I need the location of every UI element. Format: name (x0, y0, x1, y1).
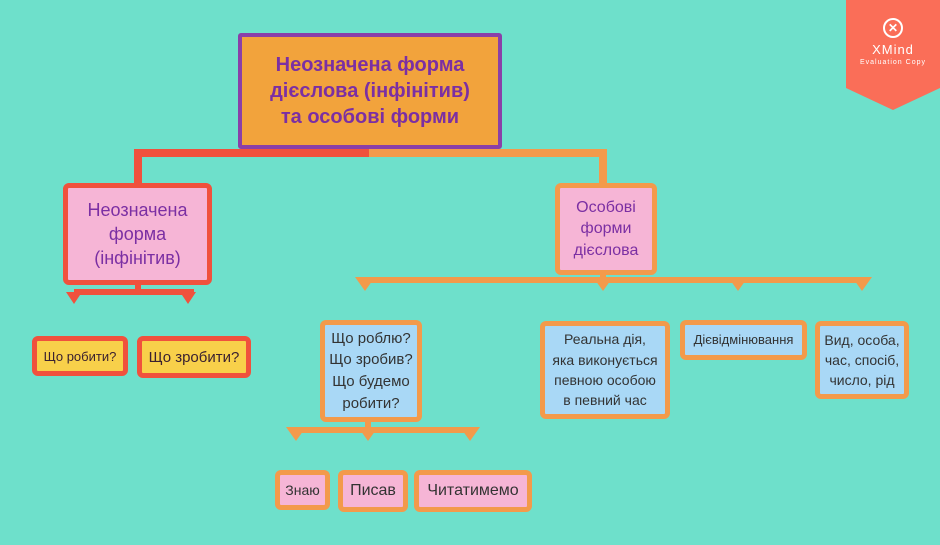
arrow-b2-3 (728, 277, 748, 291)
arrow-b2-4 (852, 277, 872, 291)
arrow-q-2 (358, 427, 378, 441)
arrow-q-3 (460, 427, 480, 441)
connector-b1-bar (74, 285, 194, 295)
xmind-watermark: ✕ XMind Evaluation Copy (846, 0, 940, 110)
root-topic[interactable]: Неозначена форма дієслова (інфінітив) та… (238, 33, 502, 149)
leaf-real-action[interactable]: Реальна дія, яка виконується певною особ… (540, 321, 670, 419)
leaf-what-to-get-done[interactable]: Що зробити? (137, 336, 251, 378)
leaf-questions[interactable]: Що роблю? Що зробив? Що будемо робити? (320, 320, 422, 422)
example-wrote[interactable]: Писав (338, 470, 408, 512)
arrow-b1-right (180, 292, 196, 304)
arrow-b1-left (66, 292, 82, 304)
arrow-b2-1 (355, 277, 375, 291)
connector-q-bar (296, 422, 470, 433)
watermark-banner (846, 0, 940, 110)
connector-root-left (134, 149, 367, 183)
watermark-subtitle: Evaluation Copy (860, 59, 926, 66)
arrow-b2-2 (593, 277, 613, 291)
x-circle-icon: ✕ (883, 18, 903, 38)
leaf-what-to-do[interactable]: Що робити? (32, 336, 128, 376)
branch-infinitive[interactable]: Неозначена форма (інфінітив) (63, 183, 212, 285)
watermark-brand: XMind (872, 42, 914, 57)
leaf-conjugation[interactable]: Дієвідмінювання (680, 320, 807, 360)
example-will-read[interactable]: Читатимемо (414, 470, 532, 512)
branch-personal-forms[interactable]: Особові форми дієслова (555, 183, 657, 275)
connector-root-right (367, 149, 607, 183)
leaf-grammatical-categories[interactable]: Вид, особа, час, спосіб, число, рід (815, 321, 909, 399)
example-know[interactable]: Знаю (275, 470, 330, 510)
arrow-q-1 (286, 427, 306, 441)
connector-b2-bar (365, 275, 862, 283)
